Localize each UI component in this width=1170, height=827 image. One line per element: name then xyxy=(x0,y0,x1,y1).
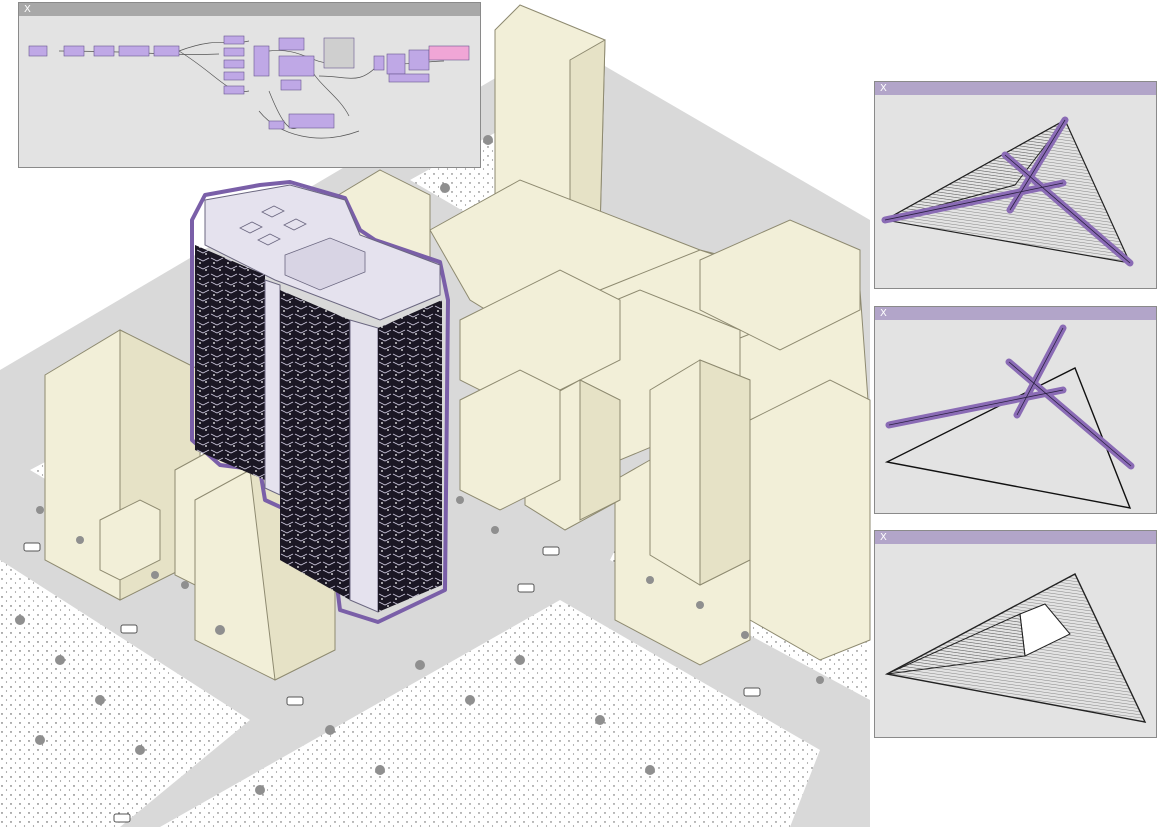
preview-1-titlebar[interactable]: X xyxy=(875,82,1156,95)
gh-components[interactable] xyxy=(29,36,469,129)
close-icon[interactable]: X xyxy=(880,307,887,320)
preview-2-canvas xyxy=(875,320,1156,513)
preview-window-1[interactable]: X xyxy=(874,81,1157,289)
close-icon[interactable]: X xyxy=(24,3,31,16)
grasshopper-titlebar[interactable]: X xyxy=(19,3,480,16)
preview-window-2[interactable]: X xyxy=(874,306,1157,514)
preview-2-titlebar[interactable]: X xyxy=(875,307,1156,320)
preview-1-canvas xyxy=(875,95,1156,288)
preview-window-3[interactable]: X xyxy=(874,530,1157,738)
grasshopper-window[interactable]: X xyxy=(18,2,481,168)
gh-wires xyxy=(59,41,444,138)
grasshopper-canvas[interactable] xyxy=(19,16,480,167)
close-icon[interactable]: X xyxy=(880,531,887,544)
close-icon[interactable]: X xyxy=(880,82,887,95)
preview-3-titlebar[interactable]: X xyxy=(875,531,1156,544)
preview-3-canvas xyxy=(875,544,1156,737)
